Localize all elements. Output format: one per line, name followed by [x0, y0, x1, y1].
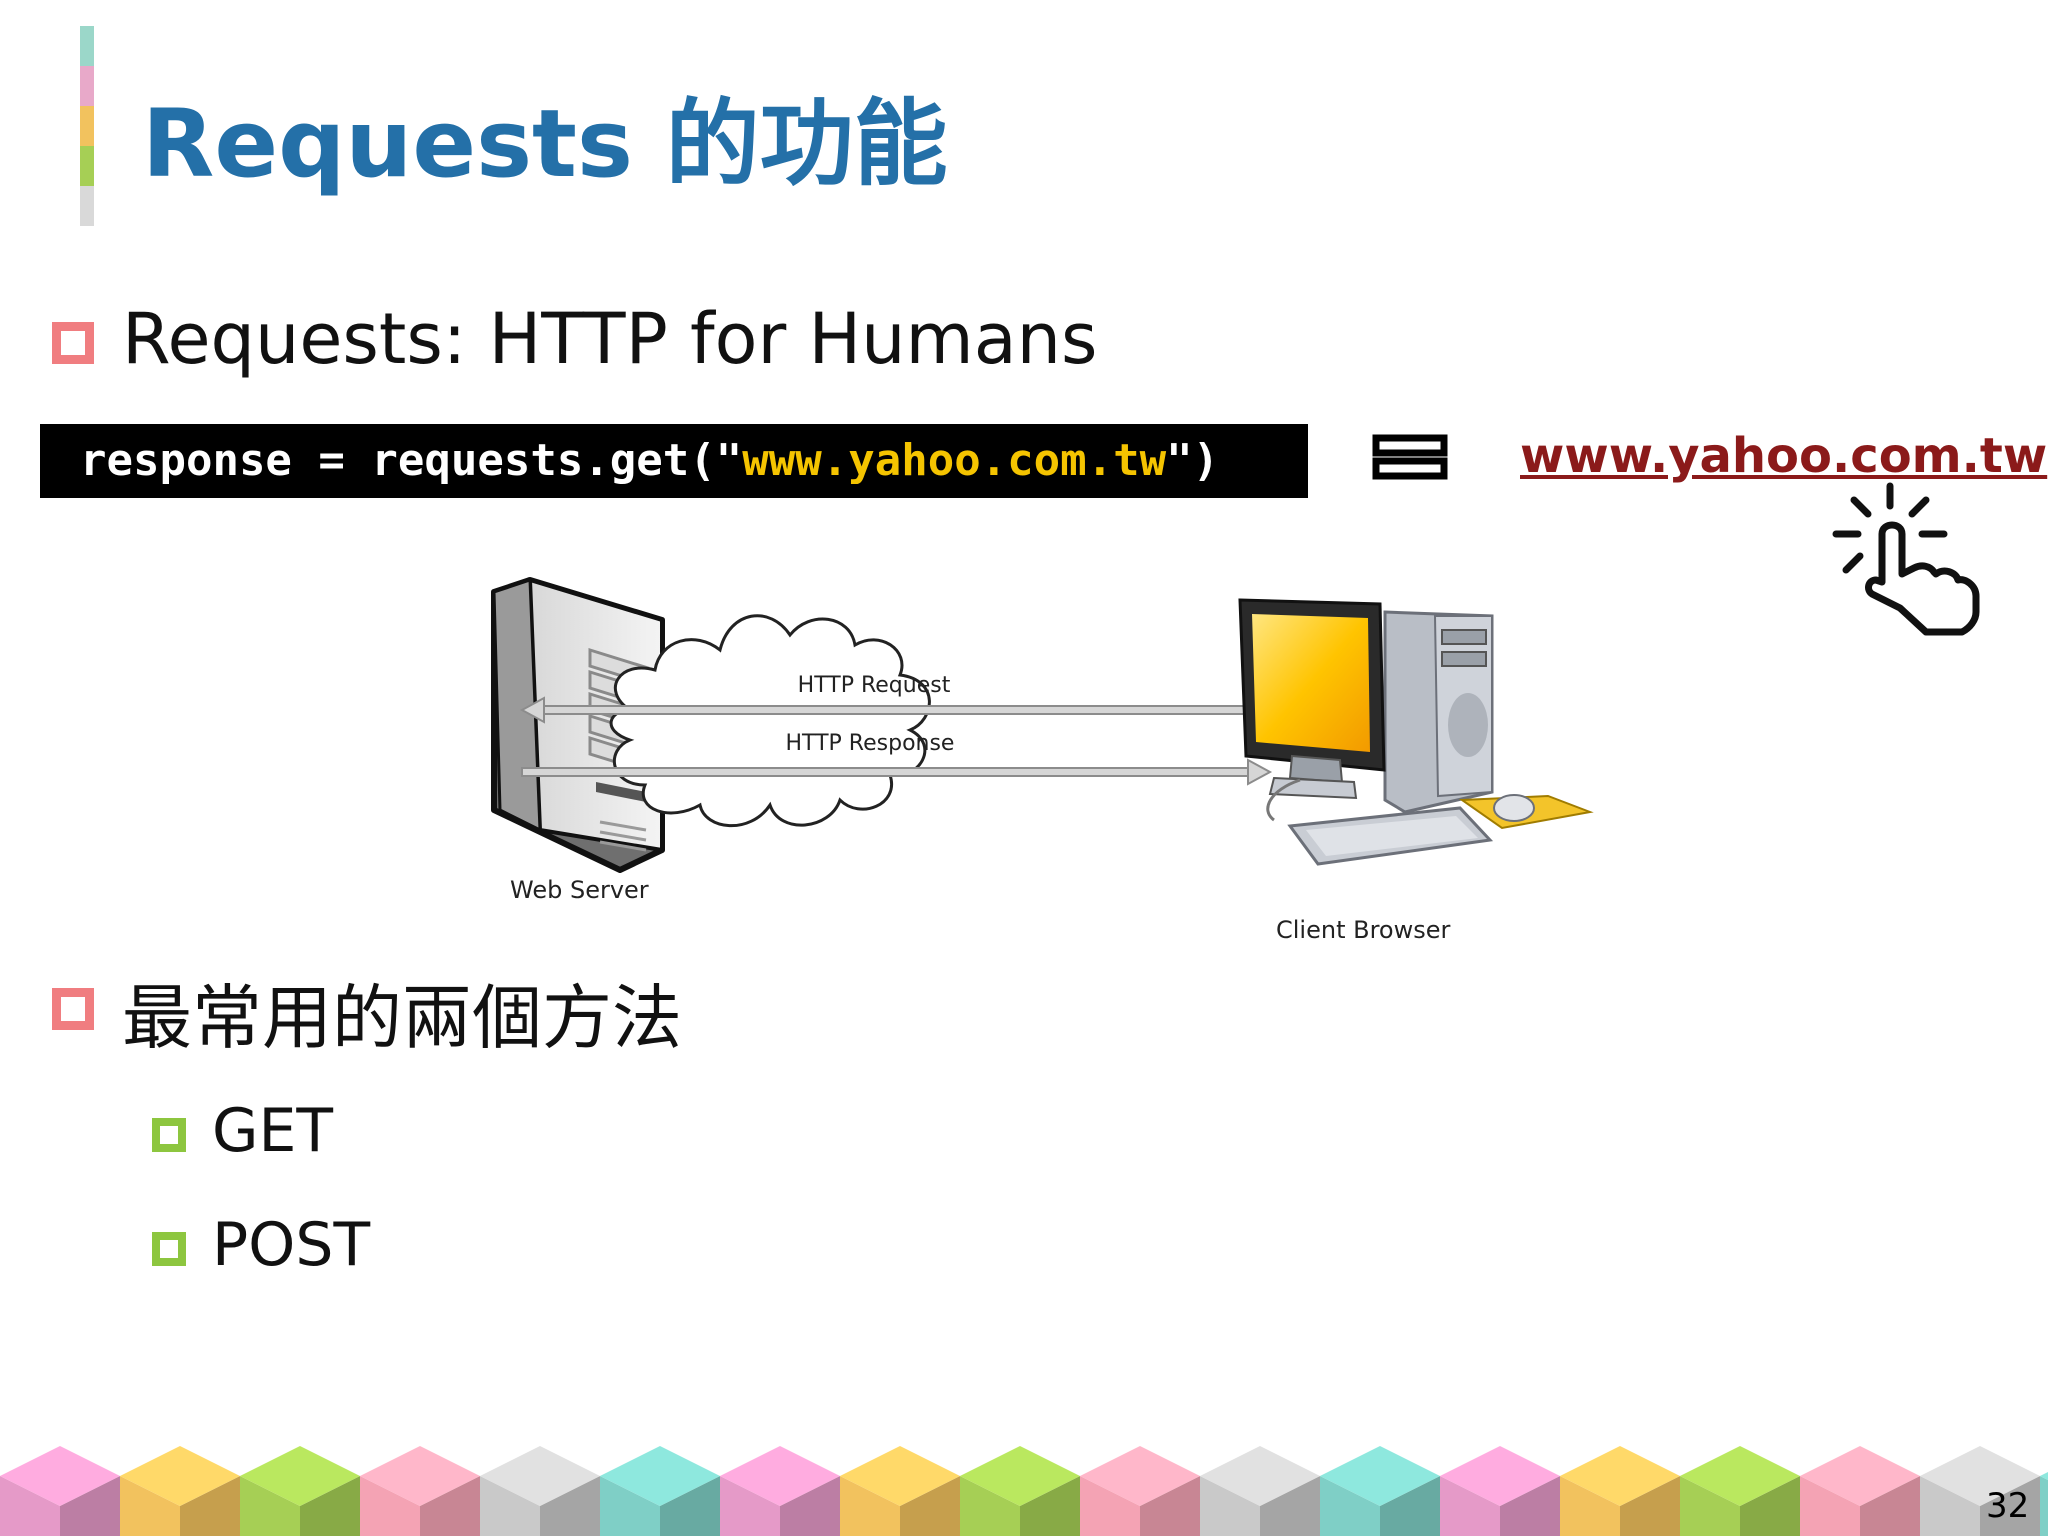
- code-snippet: response = requests.get("www.yahoo.com.t…: [40, 424, 1308, 498]
- sub-bullet-marker: [152, 1118, 186, 1152]
- code-prefix: response = requests.get(": [80, 435, 743, 486]
- footer-cube: [960, 1446, 1080, 1536]
- footer-cube: [120, 1446, 240, 1536]
- footer-cube: [360, 1446, 480, 1536]
- yahoo-link[interactable]: www.yahoo.com.tw: [1520, 428, 2048, 484]
- client-server-diagram: Web Server HTTP Request HTTP Response: [491, 577, 1594, 944]
- sub-bullet-marker: [152, 1232, 186, 1266]
- footer-cube: [480, 1446, 600, 1536]
- footer-cube: [720, 1446, 840, 1536]
- sub-bullet-get: GET: [212, 1096, 334, 1166]
- footer-cube: [1320, 1446, 1440, 1536]
- http-response-arrow: [521, 758, 1273, 786]
- footer-cube: [1920, 1446, 2040, 1536]
- footer-cube: [840, 1446, 960, 1536]
- http-response-label: HTTP Response: [786, 731, 955, 756]
- bullet-text: Requests: HTTP for Humans: [122, 298, 1098, 380]
- http-request-label: HTTP Request: [798, 673, 951, 698]
- equals-icon: [1372, 434, 1448, 480]
- footer-cube: [1680, 1446, 1800, 1536]
- footer-cube: [1560, 1446, 1680, 1536]
- code-url: www.yahoo.com.tw: [742, 435, 1167, 486]
- slide-title: Requests 的功能: [142, 90, 948, 199]
- footer-cube: [1200, 1446, 1320, 1536]
- code-suffix: "): [1166, 435, 1220, 486]
- bullet-marker: [52, 988, 94, 1030]
- decorative-cube-footer: [0, 1446, 2048, 1536]
- footer-cube: [2040, 1472, 2048, 1536]
- bullet-marker: [52, 322, 94, 364]
- footer-cube: [1080, 1446, 1200, 1536]
- footer-cube: [1440, 1446, 1560, 1536]
- client-browser-label: Client Browser: [1276, 916, 1450, 944]
- footer-cube: [1800, 1446, 1920, 1536]
- client-computer-icon: [1238, 598, 1594, 866]
- footer-cube: [0, 1446, 120, 1536]
- web-server-label: Web Server: [510, 876, 649, 904]
- title-accent-bar: [80, 26, 94, 226]
- bullet-text: 最常用的兩個方法: [122, 977, 682, 1059]
- click-hand-icon: [1832, 482, 1980, 636]
- sub-bullet-post: POST: [212, 1210, 371, 1280]
- footer-cube: [600, 1446, 720, 1536]
- page-number: 32: [1986, 1486, 2030, 1526]
- footer-cube: [240, 1446, 360, 1536]
